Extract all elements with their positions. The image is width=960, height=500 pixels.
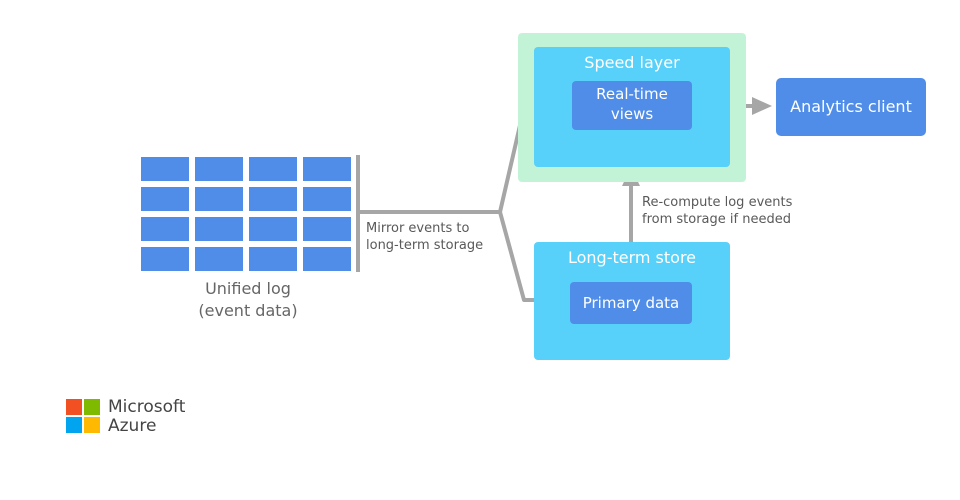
brand-line1: Microsoft — [108, 397, 186, 417]
unified-log-label: Unified log (event data) — [180, 278, 316, 322]
primary-data-box: Primary data — [570, 282, 692, 324]
log-cell — [141, 217, 189, 241]
log-cell — [303, 217, 351, 241]
recompute-label-line2: from storage if needed — [642, 212, 791, 227]
unified-log-subtitle: (event data) — [198, 301, 298, 320]
logo-square-red — [66, 399, 82, 415]
log-cell — [195, 157, 243, 181]
logo-square-yellow — [84, 417, 100, 433]
log-edge-bar — [356, 155, 360, 272]
logo-square-green — [84, 399, 100, 415]
mirror-label-line1: Mirror events to — [366, 221, 470, 236]
analytics-client-box: Analytics client — [776, 78, 926, 136]
log-cell — [249, 187, 297, 211]
log-cell — [303, 157, 351, 181]
log-cell — [141, 187, 189, 211]
mirror-events-label: Mirror events to long-term storage — [366, 220, 483, 254]
mirror-label-line2: long-term storage — [366, 238, 484, 253]
speed-layer-title: Speed layer — [584, 53, 680, 72]
log-cell — [141, 157, 189, 181]
log-cell — [195, 217, 243, 241]
real-time-views-box: Real-time views — [572, 81, 692, 130]
fork-to-store-line — [498, 211, 536, 302]
log-cell — [249, 157, 297, 181]
real-time-views-line1: Real-time — [596, 85, 668, 103]
recompute-label-line1: Re-compute log events — [642, 195, 793, 210]
log-cell — [303, 187, 351, 211]
log-cell — [195, 247, 243, 271]
logo-square-blue — [66, 417, 82, 433]
brand-line2: Azure — [108, 416, 157, 436]
unified-log-title: Unified log — [205, 279, 291, 298]
real-time-views-line2: views — [610, 105, 654, 123]
long-term-store-title: Long-term store — [567, 248, 697, 267]
log-cell — [195, 187, 243, 211]
speed-layer-box: Speed layer Real-time views — [534, 47, 730, 167]
log-cell — [303, 247, 351, 271]
log-cell — [249, 247, 297, 271]
log-cell — [249, 217, 297, 241]
recompute-label: Re-compute log events from storage if ne… — [642, 194, 792, 228]
analytics-arrowhead — [752, 97, 772, 115]
long-term-store-box: Long-term store Primary data — [534, 242, 730, 360]
log-cell — [141, 247, 189, 271]
microsoft-azure-wordmark: Microsoft Azure — [108, 398, 185, 436]
